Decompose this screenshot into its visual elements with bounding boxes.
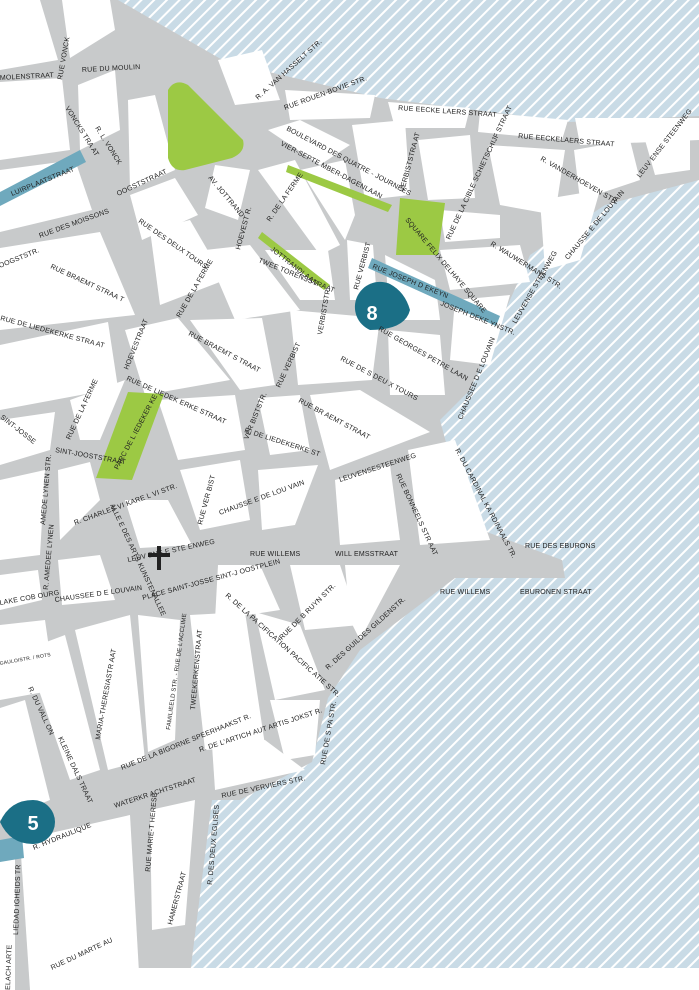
highlighted-streets — [0, 150, 500, 862]
marker-5-label: 5 — [27, 813, 38, 835]
church-cross-icon — [148, 546, 170, 570]
label-rue-willems-2: RUE WILLEMS — [440, 589, 491, 596]
parc-de-liedekerke — [96, 392, 164, 480]
green-strip-jottrand — [258, 232, 330, 290]
marker-5[interactable]: 5 — [0, 800, 55, 844]
label-liedad: LIEDAD IGHEIDS TR — [13, 864, 22, 935]
parks — [96, 82, 445, 480]
park-top — [168, 82, 244, 171]
hydraulique-west-street — [0, 836, 24, 862]
joseph-dekeyn-street — [368, 258, 500, 326]
label-willemsstraat: WILL EMSSTRAAT — [335, 551, 399, 558]
marker-8-label: 8 — [366, 303, 377, 325]
footer-panel — [90, 968, 699, 990]
square-felix-delhaye — [396, 198, 445, 255]
luirplaat-street — [0, 150, 86, 206]
label-eburonen: EBURONEN STRAAT — [520, 589, 592, 596]
label-rue-willems-1: RUE WILLEMS — [250, 551, 301, 558]
marker-8[interactable]: 8 — [354, 281, 410, 330]
label-rue-des-eburons: RUE DES EBURONS — [525, 543, 596, 550]
label-elach-arte: ELACH ARTE — [5, 944, 14, 990]
green-strip-vier-septembre — [286, 165, 392, 212]
label-rue-du-moulin: RUE DU MOULIN — [82, 64, 141, 74]
label-molenstraat: MOLENSTRAAT — [0, 72, 55, 82]
